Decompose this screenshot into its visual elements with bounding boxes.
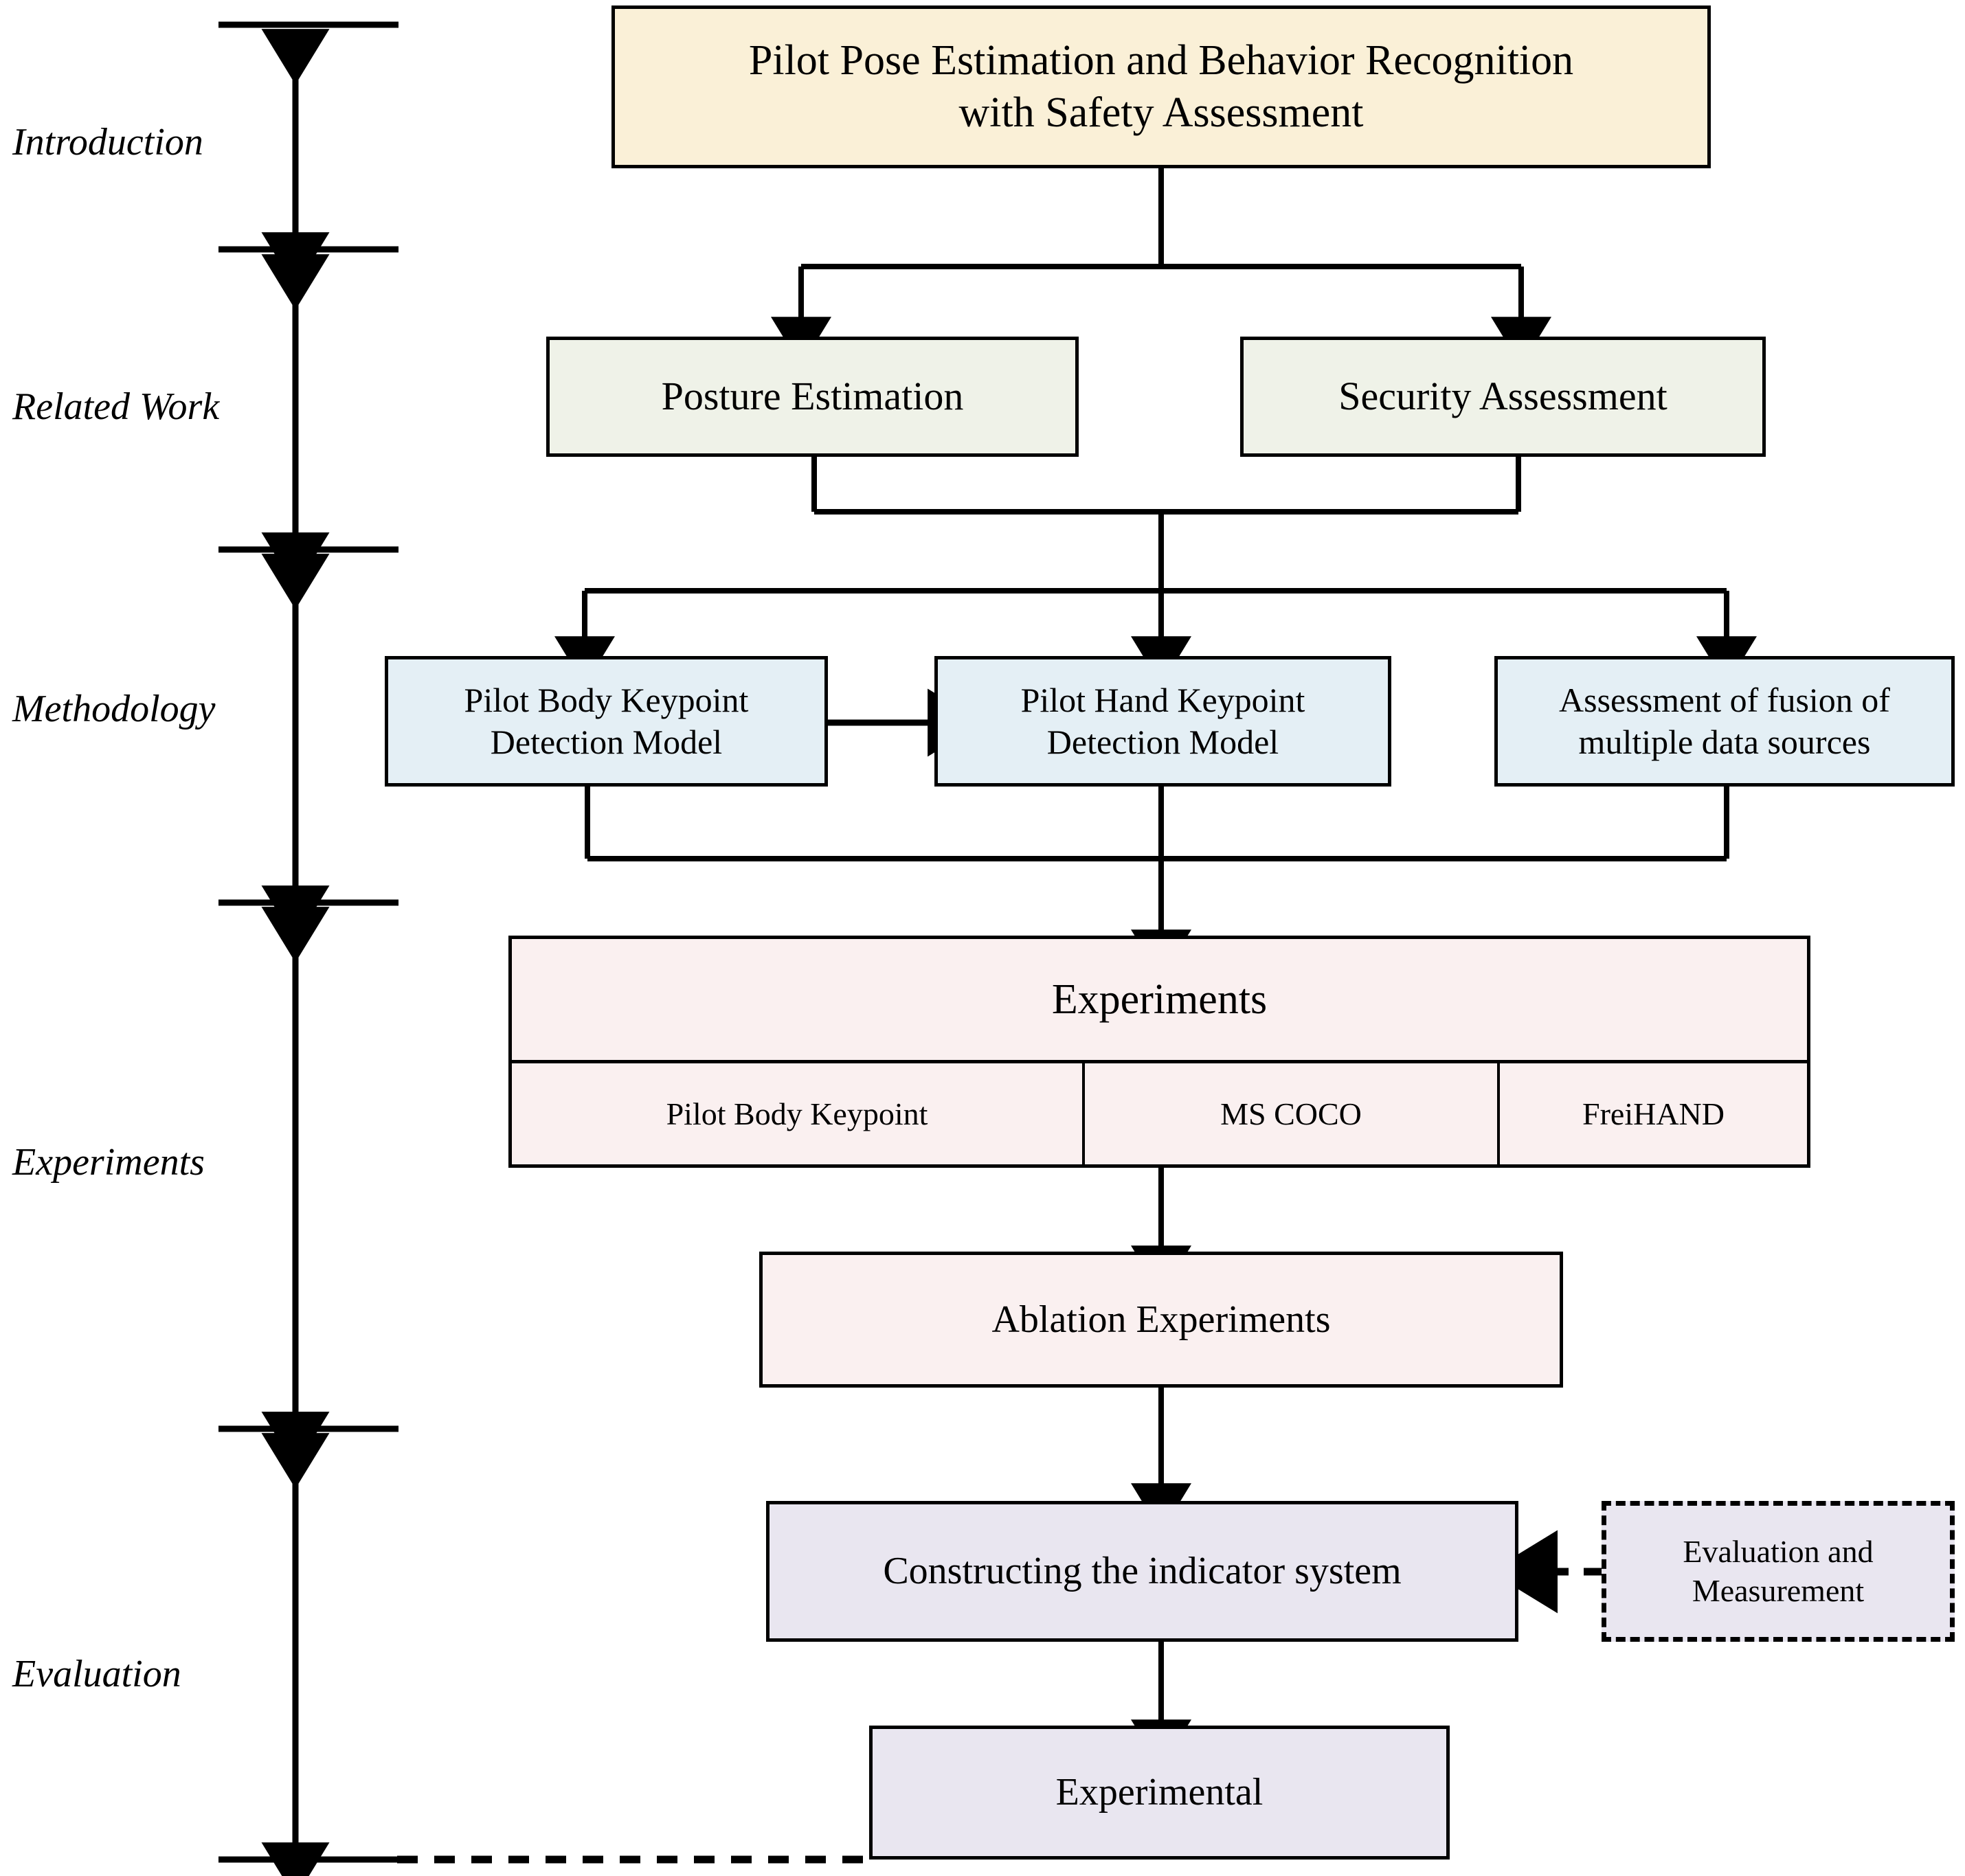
security-assessment-label: Security Assessment — [1338, 374, 1668, 419]
hand-model-line1: Pilot Hand Keypoint — [1020, 681, 1305, 719]
node-pilot-hand-keypoint-model[interactable]: Pilot Hand Keypoint Detection Model — [934, 656, 1391, 787]
indicator-system-label: Constructing the indicator system — [883, 1550, 1402, 1593]
axis-label-related-work: Related Work — [12, 385, 220, 428]
paper-title-line2: with Safety Assessment — [958, 89, 1364, 136]
node-indicator-system[interactable]: Constructing the indicator system — [766, 1501, 1518, 1642]
edge-row2-merge — [811, 457, 1521, 591]
hand-model-line2: Detection Model — [1046, 723, 1279, 761]
axis-label-methodology: Methodology — [12, 688, 216, 730]
evaluation-line2: Measurement — [1692, 1572, 1865, 1608]
fusion-line2: multiple data sources — [1578, 723, 1871, 761]
section-axis-group — [218, 21, 398, 1876]
dataset-cell-freihand[interactable]: FreiHAND — [1582, 1096, 1725, 1131]
experimental-label: Experimental — [1055, 1771, 1264, 1814]
edge-to-row3 — [554, 588, 1757, 686]
ablation-experiments-label: Ablation Experiments — [991, 1298, 1331, 1341]
dataset-cell-pilot-body-keypoint[interactable]: Pilot Body Keypoint — [512, 1063, 1085, 1164]
paper-title-text: Pilot Pose Estimation and Behavior Recog… — [741, 35, 1582, 139]
edge-title-to-row2 — [771, 168, 1551, 367]
pilot-hand-keypoint-model-text: Pilot Hand Keypoint Detection Model — [1013, 679, 1314, 763]
experiments-header: Experiments — [512, 939, 1807, 1063]
node-pilot-body-keypoint-model[interactable]: Pilot Body Keypoint Detection Model — [385, 656, 828, 787]
evaluation-line1: Evaluation and — [1683, 1534, 1874, 1570]
edge-row3-merge — [585, 787, 1729, 980]
node-fusion-assessment[interactable]: Assessment of fusion of multiple data so… — [1494, 656, 1955, 787]
node-security-assessment[interactable]: Security Assessment — [1240, 337, 1766, 457]
dataset-cell-ms-coco[interactable]: MS COCO — [1085, 1063, 1500, 1164]
pilot-body-keypoint-model-text: Pilot Body Keypoint Detection Model — [456, 679, 757, 763]
body-model-line2: Detection Model — [490, 723, 723, 761]
node-posture-estimation[interactable]: Posture Estimation — [546, 337, 1079, 457]
evaluation-measurement-text: Evaluation and Measurement — [1674, 1533, 1881, 1609]
paper-title-line1: Pilot Pose Estimation and Behavior Recog… — [748, 36, 1574, 84]
node-ablation-experiments[interactable]: Ablation Experiments — [759, 1252, 1563, 1388]
fusion-assessment-text: Assessment of fusion of multiple data so… — [1551, 679, 1898, 763]
node-evaluation-and-measurement[interactable]: Evaluation and Measurement — [1602, 1501, 1955, 1642]
node-experimental[interactable]: Experimental — [869, 1726, 1450, 1860]
experiments-dataset-row: Pilot Body Keypoint MS COCO FreiHAND — [512, 1063, 1807, 1164]
fusion-line1: Assessment of fusion of — [1559, 681, 1890, 719]
axis-label-experiments: Experiments — [12, 1141, 205, 1184]
posture-estimation-label: Posture Estimation — [661, 374, 964, 419]
node-paper-title[interactable]: Pilot Pose Estimation and Behavior Recog… — [611, 5, 1711, 168]
body-model-line1: Pilot Body Keypoint — [464, 681, 749, 719]
axis-label-evaluation: Evaluation — [12, 1653, 181, 1695]
axis-label-introduction: Introduction — [12, 121, 203, 163]
node-experiments[interactable]: Experiments Pilot Body Keypoint MS COCO … — [508, 936, 1810, 1168]
